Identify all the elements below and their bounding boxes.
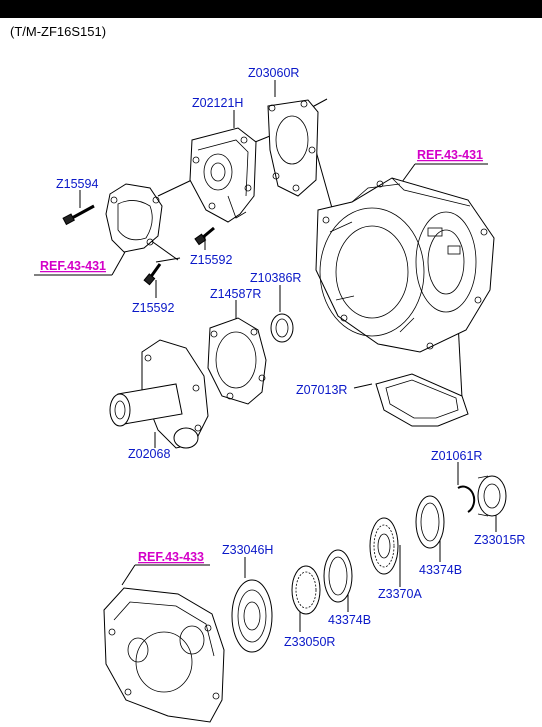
bolt-z15592-upper[interactable] [194,226,215,246]
bearing-retainer-z02068[interactable] [109,339,209,449]
label-z15594[interactable]: Z15594 [56,177,98,191]
ring-43374b-right[interactable] [415,495,445,549]
label-z07013r[interactable]: Z07013R [296,383,347,397]
label-z01061r[interactable]: Z01061R [431,449,482,463]
label-z3370a[interactable]: Z3370A [378,587,422,601]
label-z15592-upper[interactable]: Z15592 [190,253,232,267]
label-z02068[interactable]: Z02068 [128,447,170,461]
label-z33046h[interactable]: Z33046H [222,543,273,557]
gasket-z07013r[interactable] [375,373,469,427]
cover-plate[interactable] [105,183,163,253]
lower-housing[interactable] [103,587,225,723]
oil-seal-z10386r[interactable] [270,313,294,343]
cover-z02121h[interactable] [189,127,257,223]
header-bar [0,0,542,18]
ring-z33050r[interactable] [291,565,321,615]
label-z33050r[interactable]: Z33050R [284,635,335,649]
transmission-housing[interactable] [315,177,495,353]
synchro-hub-z3370a[interactable] [369,517,399,575]
synchro-z33015r[interactable] [477,475,507,517]
diagram-title: (T/M-ZF16S151) [10,24,107,39]
label-z33015r[interactable]: Z33015R [474,533,525,547]
ring-43374b-left[interactable] [323,549,353,603]
label-z14587r[interactable]: Z14587R [210,287,261,301]
snap-ring-z01061r[interactable] [457,485,476,513]
part-labels: Z03060R Z02121H Z15594 Z15592 Z15592 Z10… [40,66,525,649]
bolt-z15594[interactable] [62,204,95,226]
gasket-z14587r[interactable] [207,317,267,405]
bolt-z15592-lower[interactable] [143,263,162,286]
label-z10386r[interactable]: Z10386R [250,271,301,285]
clutch-disc-z33046h[interactable] [231,579,273,653]
ref-43-433[interactable]: REF.43-433 [138,550,204,564]
label-z15592-lower[interactable]: Z15592 [132,301,174,315]
label-43374b-right[interactable]: 43374B [419,563,462,577]
gasket-z03060r[interactable] [267,99,319,197]
label-z03060r[interactable]: Z03060R [248,66,299,80]
ref-43-431-cover[interactable]: REF.43-431 [40,259,106,273]
ref-43-431-housing[interactable]: REF.43-431 [417,148,483,162]
label-z02121h[interactable]: Z02121H [192,96,243,110]
label-43374b-left[interactable]: 43374B [328,613,371,627]
